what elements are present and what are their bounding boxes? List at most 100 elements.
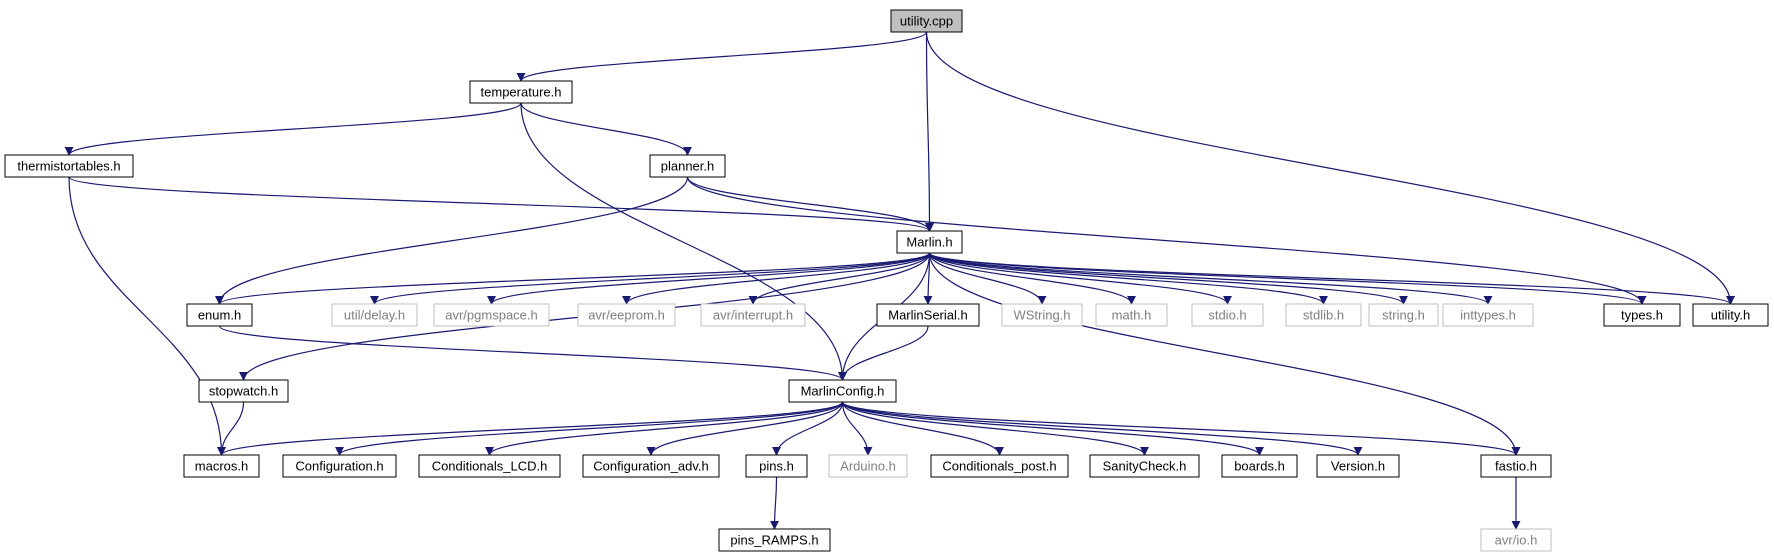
node-box <box>1089 454 1200 478</box>
node-label: avr/io.h <box>1495 532 1538 547</box>
node-label: WString.h <box>1013 307 1070 322</box>
node-marlin-h[interactable]: Marlin.h <box>896 230 963 254</box>
edge-marlinconfig_h-to-arduino_h <box>841 401 873 456</box>
node-configuration-h[interactable]: Configuration.h <box>282 454 397 478</box>
node-box <box>1480 528 1552 552</box>
node-marlinserial-h[interactable]: MarlinSerial.h <box>876 303 980 327</box>
node-temperature-h[interactable]: temperature.h <box>469 80 573 104</box>
edge-marlinconfig_h-to-configuration_adv_h <box>646 401 844 456</box>
node-box <box>718 528 831 552</box>
node-label: avr/pgmspace.h <box>445 307 538 322</box>
edge-marlinserial_h-to-marlinconfig_h <box>838 325 929 381</box>
edge-marlinconfig_h-to-version_h <box>841 401 1363 456</box>
node-label: Version.h <box>1331 458 1385 473</box>
node-label: MarlinSerial.h <box>888 307 967 322</box>
edge-temperature_h-to-planner_h <box>520 102 692 156</box>
node-avr-eeprom-h: avr/eeprom.h <box>577 303 676 327</box>
node-label: stdio.h <box>1208 307 1246 322</box>
edge-planner_h-to-enum_h <box>215 176 689 305</box>
node-avr-io-h: avr/io.h <box>1480 528 1552 552</box>
node-pins-ramps-h[interactable]: pins_RAMPS.h <box>718 528 831 552</box>
node-configuration-adv-h[interactable]: Configuration_adv.h <box>582 454 720 478</box>
node-version-h[interactable]: Version.h <box>1316 454 1400 478</box>
node-macros-h[interactable]: macros.h <box>183 454 260 478</box>
edge-marlin_h-to-stdlib_h <box>928 252 1328 305</box>
node-label: pins.h <box>759 458 794 473</box>
node-box <box>4 154 134 178</box>
node-label: math.h <box>1112 307 1152 322</box>
node-fastio-h[interactable]: fastio.h <box>1480 454 1552 478</box>
edge-utility_cpp-to-utility_h <box>925 31 1735 305</box>
edge-marlin_h-to-util_delay_h <box>370 252 931 305</box>
edge-marlinconfig_h-to-conditionals_lcd_h <box>485 401 844 456</box>
node-avr-pgmspace-h: avr/pgmspace.h <box>433 303 550 327</box>
node-label: Conditionals_LCD.h <box>432 458 548 473</box>
nodes-layer: utility.cpp temperature.h thermistortables… <box>4 9 1769 552</box>
node-pins-h[interactable]: pins.h <box>745 454 808 478</box>
edge-temperature_h-to-marlinconfig_h <box>520 102 847 381</box>
node-label: utility.cpp <box>900 13 953 28</box>
edge-temperature_h-to-thermistortables_h <box>64 102 522 156</box>
node-conditionals-lcd-h[interactable]: Conditionals_LCD.h <box>418 454 561 478</box>
node-label: pins_RAMPS.h <box>730 532 818 547</box>
node-label: thermistortables.h <box>17 158 120 173</box>
node-box <box>1285 303 1362 327</box>
node-box <box>183 454 260 478</box>
node-conditionals-post-h[interactable]: Conditionals_post.h <box>930 454 1069 478</box>
node-box <box>331 303 418 327</box>
node-label: Marlin.h <box>906 234 952 249</box>
node-box <box>930 454 1069 478</box>
node-stdio-h: stdio.h <box>1191 303 1264 327</box>
edge-marlin_h-to-inttypes_h <box>928 252 1493 305</box>
node-marlinconfig-h[interactable]: MarlinConfig.h <box>788 379 897 403</box>
node-box <box>828 454 908 478</box>
node-types-h[interactable]: types.h <box>1603 303 1681 327</box>
node-math-h: math.h <box>1095 303 1168 327</box>
edge-marlinconfig_h-to-macros_h <box>217 401 844 456</box>
node-box <box>649 154 726 178</box>
node-string-h: string.h <box>1368 303 1439 327</box>
node-label: boards.h <box>1234 458 1285 473</box>
node-planner-h[interactable]: planner.h <box>649 154 726 178</box>
node-box <box>700 303 806 327</box>
edge-stopwatch_h-to-macros_h <box>217 401 245 456</box>
edge-utility_cpp-to-temperature_h <box>516 31 928 82</box>
node-label: Configuration.h <box>295 458 383 473</box>
node-box <box>1221 454 1298 478</box>
node-label: util/delay.h <box>344 307 405 322</box>
node-label: types.h <box>1621 307 1663 322</box>
node-box <box>890 9 963 33</box>
node-boards-h[interactable]: boards.h <box>1221 454 1298 478</box>
edge-marlin_h-to-string_h <box>928 252 1408 305</box>
node-label: fastio.h <box>1495 458 1537 473</box>
node-label: planner.h <box>661 158 715 173</box>
node-box <box>1692 303 1769 327</box>
node-enum-h[interactable]: enum.h <box>186 303 253 327</box>
edge-marlin_h-to-utility_h <box>928 252 1735 305</box>
node-label: MarlinConfig.h <box>801 383 885 398</box>
edge-thermistortables_h-to-macros_h <box>68 176 226 456</box>
node-arduino-h: Arduino.h <box>828 454 908 478</box>
node-label: enum.h <box>198 307 241 322</box>
node-box <box>582 454 720 478</box>
edge-utility_cpp-to-marlin_h <box>924 31 934 232</box>
edges-layer <box>64 31 1735 530</box>
node-utility-cpp[interactable]: utility.cpp <box>890 9 963 33</box>
node-stopwatch-h[interactable]: stopwatch.h <box>198 379 289 403</box>
edge-marlinconfig_h-to-configuration_h <box>335 401 844 456</box>
edge-pins_h-to-pins_ramps_h <box>770 476 780 530</box>
node-utility-h[interactable]: utility.h <box>1692 303 1769 327</box>
node-thermistortables-h[interactable]: thermistortables.h <box>4 154 134 178</box>
edge-marlin_h-to-avr_pgmspace_h <box>487 252 931 305</box>
node-box <box>1001 303 1083 327</box>
node-util-delay-h: util/delay.h <box>331 303 418 327</box>
node-box <box>1442 303 1534 327</box>
node-sanitycheck-h[interactable]: SanityCheck.h <box>1089 454 1200 478</box>
node-avr-interrupt-h: avr/interrupt.h <box>700 303 806 327</box>
node-wstring-h: WString.h <box>1001 303 1083 327</box>
edge-enum_h-to-marlinconfig_h <box>218 325 847 381</box>
node-box <box>896 230 963 254</box>
edge-marlinconfig_h-to-conditionals_post_h <box>841 401 1004 456</box>
node-label: Arduino.h <box>840 458 896 473</box>
edge-marlin_h-to-avr_eeprom_h <box>622 252 931 305</box>
